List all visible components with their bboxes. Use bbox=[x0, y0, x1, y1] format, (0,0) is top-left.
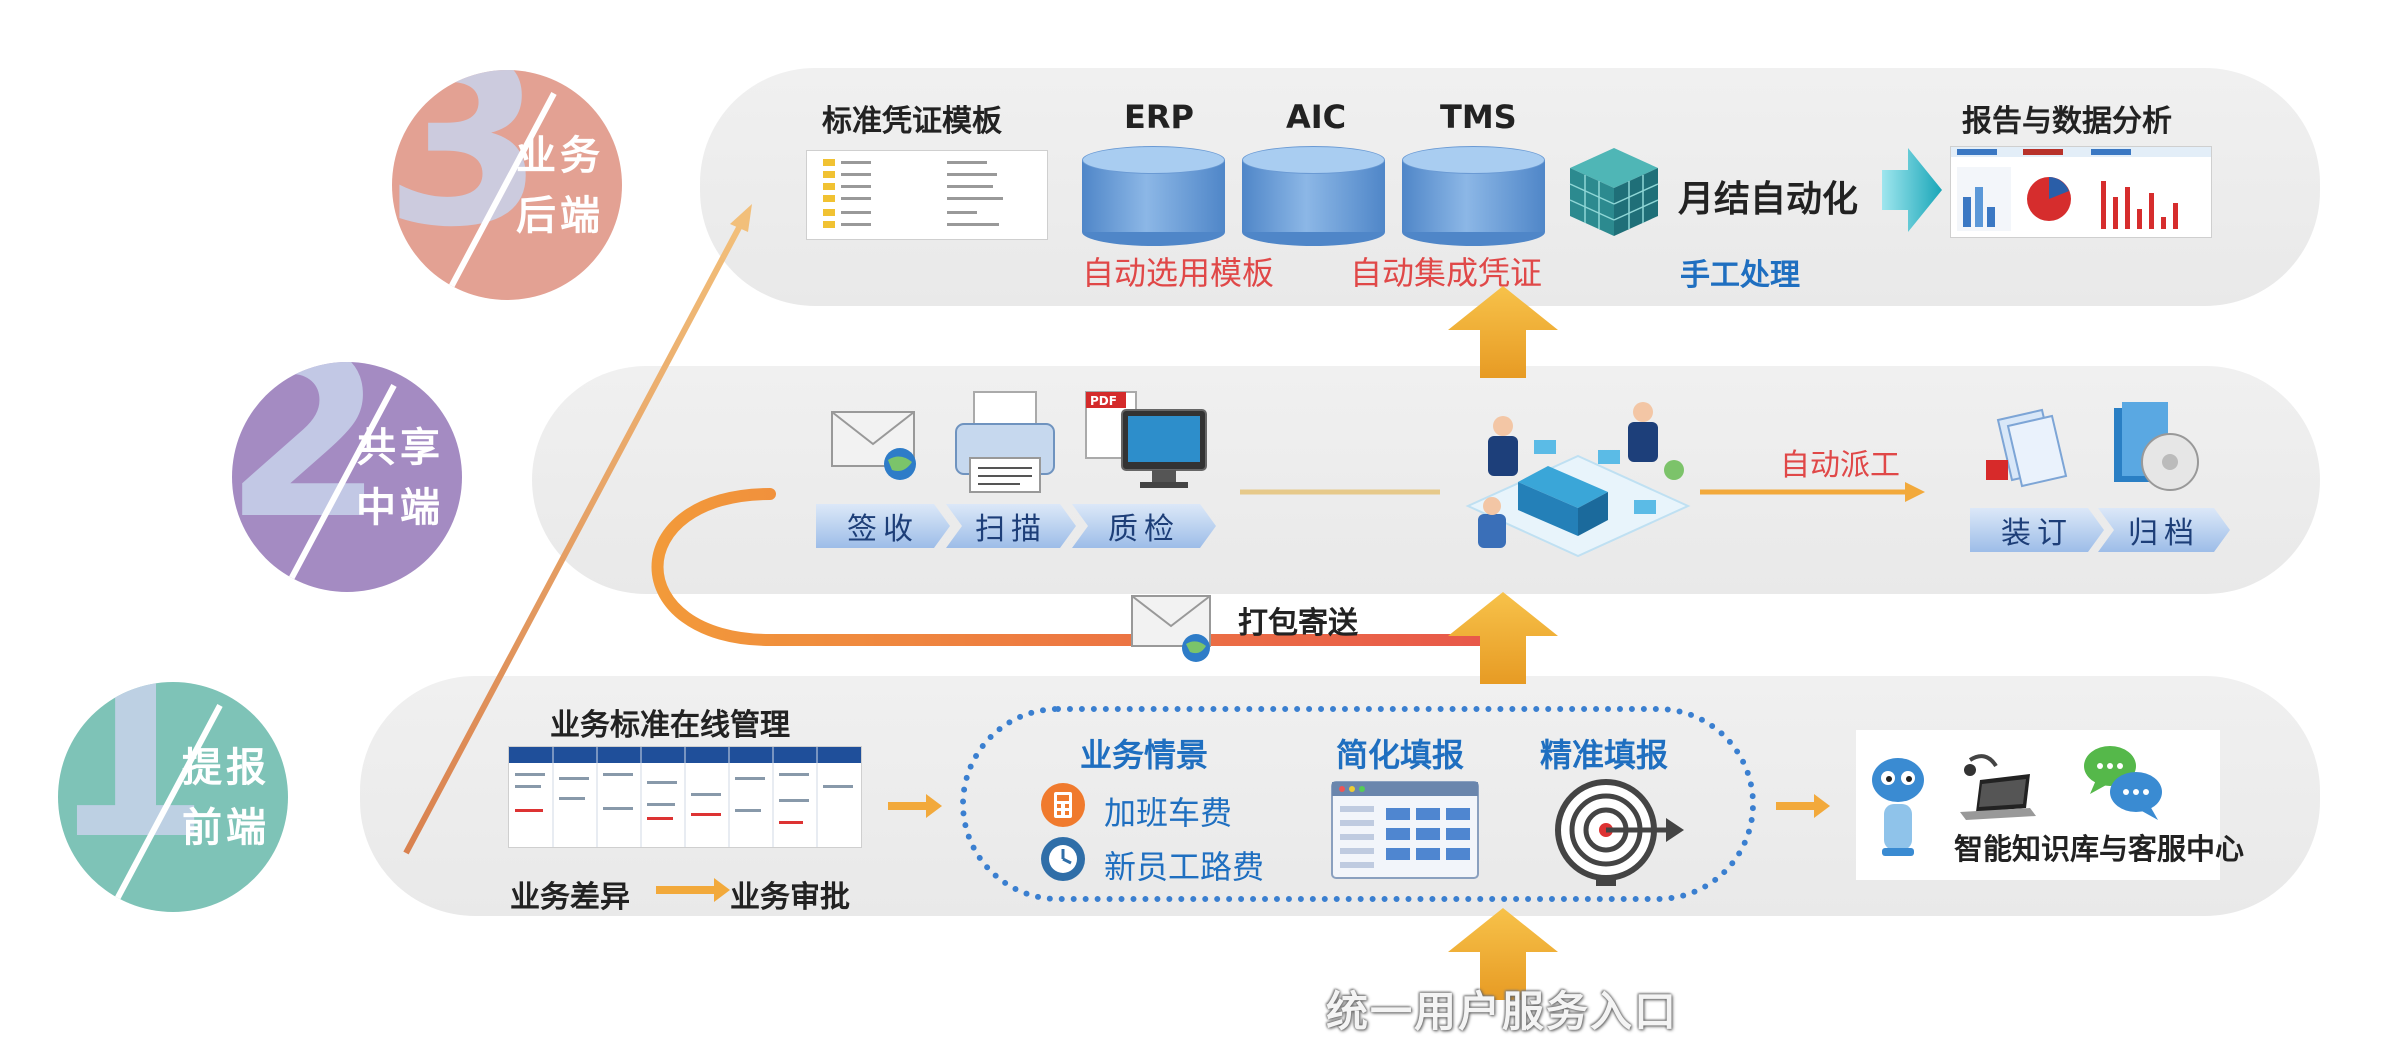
unified-entry-label: 统一用户服务入口 bbox=[1326, 987, 1679, 1036]
auto-dispatch-label: 自动派工 bbox=[1780, 448, 1900, 483]
step-scan-label: 扫描 bbox=[975, 512, 1047, 547]
business-diff-label: 业务差异 bbox=[510, 880, 630, 915]
target-icon bbox=[1555, 779, 1684, 886]
grid-cube-icon bbox=[1569, 148, 1659, 236]
step-archive-label: 归档 bbox=[2128, 516, 2200, 551]
scene-item-overtime-fare: 加班车费 bbox=[1104, 794, 1233, 832]
level-3-label-2: 后端 bbox=[516, 193, 604, 239]
level-2-label-2: 中端 bbox=[356, 485, 444, 531]
level-1-circle: 1 提报 前端 bbox=[58, 682, 288, 912]
report-analysis-title: 报告与数据分析 bbox=[1962, 104, 2172, 139]
manual-processing-label: 手工处理 bbox=[1680, 258, 1800, 293]
standards-mgmt-title: 业务标准在线管理 bbox=[550, 708, 790, 743]
archive-disc-icon bbox=[2114, 402, 2199, 491]
knowledge-center-box bbox=[1856, 730, 2220, 880]
level-2-circle: 2 共享 中端 bbox=[232, 362, 462, 592]
robot-icon bbox=[1872, 758, 1924, 856]
up-arrow-middle bbox=[1448, 592, 1558, 684]
clock-icon bbox=[1041, 837, 1085, 881]
pack-send-curve bbox=[651, 488, 1486, 646]
level-1-label-2: 前端 bbox=[182, 805, 270, 851]
step-sign-receive: 签收 bbox=[816, 504, 950, 548]
mgmt-to-scene-arrow bbox=[888, 794, 942, 818]
step-binding-label: 装订 bbox=[2001, 516, 2073, 551]
teal-right-arrow-icon bbox=[1882, 148, 1942, 232]
step-quality-check: 质检 bbox=[1072, 504, 1216, 548]
pack-send-mail-icon bbox=[1131, 595, 1211, 662]
level-2-label-1: 共享 bbox=[356, 425, 444, 471]
level-3-circle: 3 业务 后端 bbox=[392, 70, 622, 300]
system-tms-label: TMS bbox=[1440, 98, 1517, 136]
month-end-automation-label: 月结自动化 bbox=[1678, 179, 1859, 220]
template-title: 标准凭证模板 bbox=[822, 104, 1002, 139]
scene-item-new-employee-fare: 新员工路费 bbox=[1104, 848, 1265, 886]
pdf-monitor-icon: PDF bbox=[1085, 391, 1207, 488]
step-quality-check-label: 质检 bbox=[1108, 512, 1180, 547]
knowledge-center-label: 智能知识库与客服中心 bbox=[1954, 832, 2245, 866]
business-approve-label: 业务审批 bbox=[730, 880, 850, 915]
report-dashboard-thumbnail bbox=[1950, 146, 2212, 238]
printer-icon bbox=[955, 391, 1055, 493]
calculator-icon bbox=[1041, 783, 1085, 827]
erp-database-icon bbox=[1082, 146, 1225, 246]
pack-send-label: 打包寄送 bbox=[1238, 606, 1358, 641]
scene-to-knowledge-arrow bbox=[1776, 794, 1830, 818]
step-sign-receive-label: 签收 bbox=[847, 512, 919, 547]
diff-to-approve-arrow bbox=[656, 878, 730, 902]
tms-database-icon bbox=[1402, 146, 1545, 246]
service-center-illustration-icon bbox=[1465, 402, 1691, 558]
up-arrow-back bbox=[1448, 286, 1558, 378]
simplify-fill-title: 简化填报 bbox=[1336, 736, 1465, 774]
diagonal-up-arrow bbox=[403, 220, 745, 855]
mail-icon bbox=[831, 411, 916, 480]
aic-database-icon bbox=[1242, 146, 1385, 246]
folder-icon bbox=[1986, 408, 2068, 488]
scene-dotted-group bbox=[960, 706, 1756, 902]
step-archive: 归档 bbox=[2098, 508, 2230, 552]
step-binding: 装订 bbox=[1970, 508, 2104, 552]
standards-table-thumbnail bbox=[508, 746, 862, 848]
chat-bubbles-icon bbox=[2084, 746, 2162, 820]
svg-text:PDF: PDF bbox=[1090, 394, 1117, 408]
laptop-icon bbox=[1960, 754, 2036, 820]
system-aic-label: AIC bbox=[1286, 98, 1347, 136]
auto-integrate-label: 自动集成凭证 bbox=[1350, 254, 1543, 292]
template-thumbnail bbox=[806, 150, 1048, 240]
up-arrow-entry bbox=[1448, 908, 1558, 1000]
form-window-icon bbox=[1331, 781, 1479, 879]
auto-select-template-label: 自动选用模板 bbox=[1082, 254, 1275, 292]
system-erp-label: ERP bbox=[1124, 98, 1194, 136]
level-1-label-1: 提报 bbox=[182, 745, 270, 791]
step-scan: 扫描 bbox=[946, 504, 1076, 548]
level-3-label-1: 业务 bbox=[516, 133, 604, 179]
scene-title: 业务情景 bbox=[1080, 736, 1209, 774]
precise-fill-title: 精准填报 bbox=[1540, 736, 1669, 774]
